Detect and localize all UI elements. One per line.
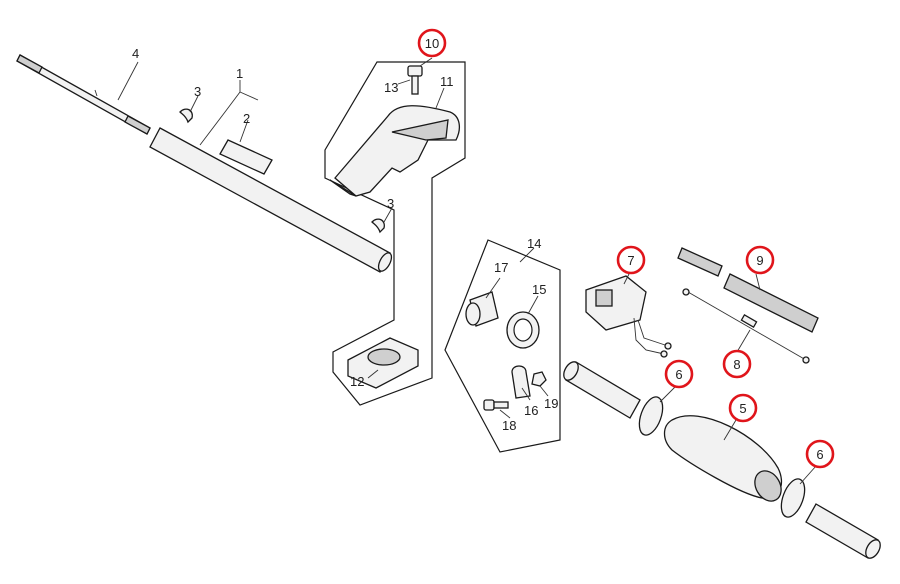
label-10: 10 [425,36,439,51]
drive-shaft [16,54,151,135]
clamp-block [347,337,419,389]
highlight-5: 5 [728,393,758,423]
tube-sleeve [219,139,273,175]
label-3-lower: 3 [387,196,394,211]
spring-washer-left [638,396,664,436]
label-4: 4 [132,46,139,61]
label-8: 8 [733,357,740,372]
highlight-10: 10 [417,28,447,58]
throttle-cable [682,288,810,364]
label-11: 11 [440,74,454,89]
inner-tube-left [563,361,641,419]
clamp-16 [511,365,531,399]
label-15: 15 [532,282,546,297]
label-6-right: 6 [816,447,823,462]
screw-18 [483,399,509,411]
label-16: 16 [524,403,538,418]
label-18: 18 [502,418,516,433]
label-6-left: 6 [675,367,682,382]
spring-short [677,247,723,277]
clip-upper [179,108,193,124]
label-2: 2 [243,111,250,126]
highlight-8: 8 [722,349,752,379]
highlight-9: 9 [745,245,775,275]
highlight-7: 7 [616,245,646,275]
highlight-6-left: 6 [664,359,694,389]
label-9: 9 [756,253,763,268]
label-7: 7 [627,253,634,268]
highlight-6-right: 6 [805,439,835,469]
label-5: 5 [739,401,746,416]
grip-5 [663,415,783,502]
main-tube [149,127,393,273]
handle-grip [329,105,461,197]
label-1: 1 [236,66,243,81]
handle-group-frame [324,61,466,406]
switch-housing [585,275,672,358]
switch-kit-frame [444,239,561,453]
spring-long [723,273,819,333]
label-14: 14 [527,236,541,251]
label-19: 19 [544,396,558,411]
label-17: 17 [494,260,508,275]
label-3-upper: 3 [194,84,201,99]
label-12: 12 [350,374,364,389]
ring-clamp-15 [506,311,540,349]
bolt-13 [407,65,423,95]
label-13: 13 [384,80,398,95]
spring-washer-right [780,478,806,518]
nut-19 [531,371,547,387]
pin-17 [465,291,499,327]
clip-lower [371,218,385,234]
inner-tube-right [805,503,881,559]
